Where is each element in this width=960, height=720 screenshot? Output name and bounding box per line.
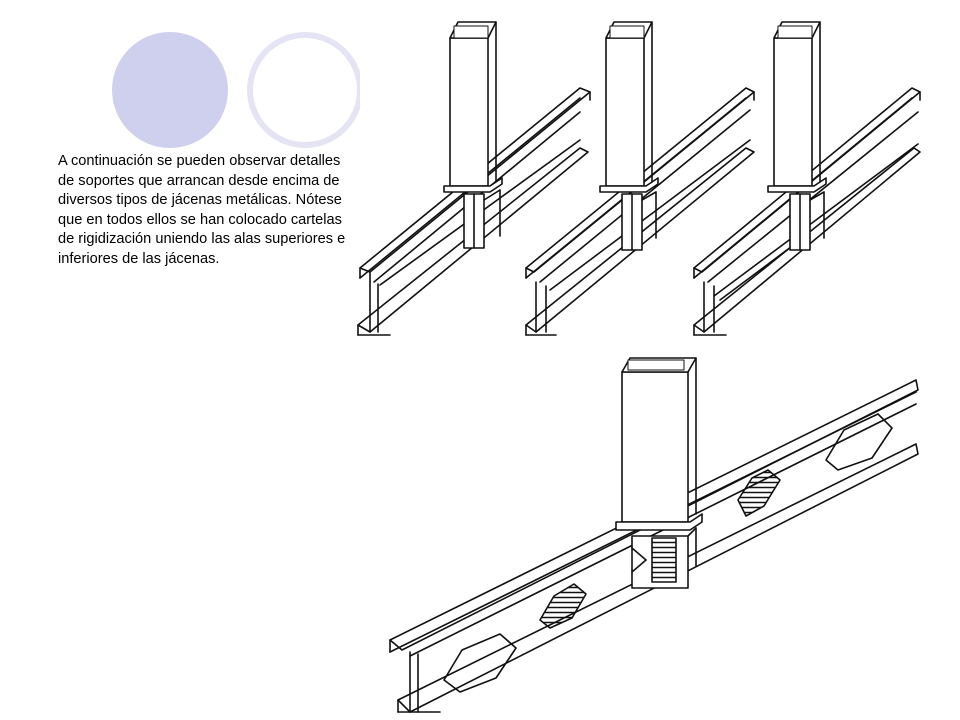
detail-4-column-on-castellated-beam — [389, 357, 919, 713]
slide-caption: A continuación se pueden observar detall… — [58, 153, 346, 267]
detail-1-column-on-i-beam — [357, 21, 591, 336]
beam-column-drawings — [357, 21, 921, 713]
outline-circle — [247, 32, 360, 148]
filled-circle — [112, 32, 228, 148]
decorative-circles — [112, 32, 360, 148]
detail-3-column-on-double-web-beam — [693, 21, 921, 336]
detail-2-column-on-wide-beam — [525, 21, 755, 336]
